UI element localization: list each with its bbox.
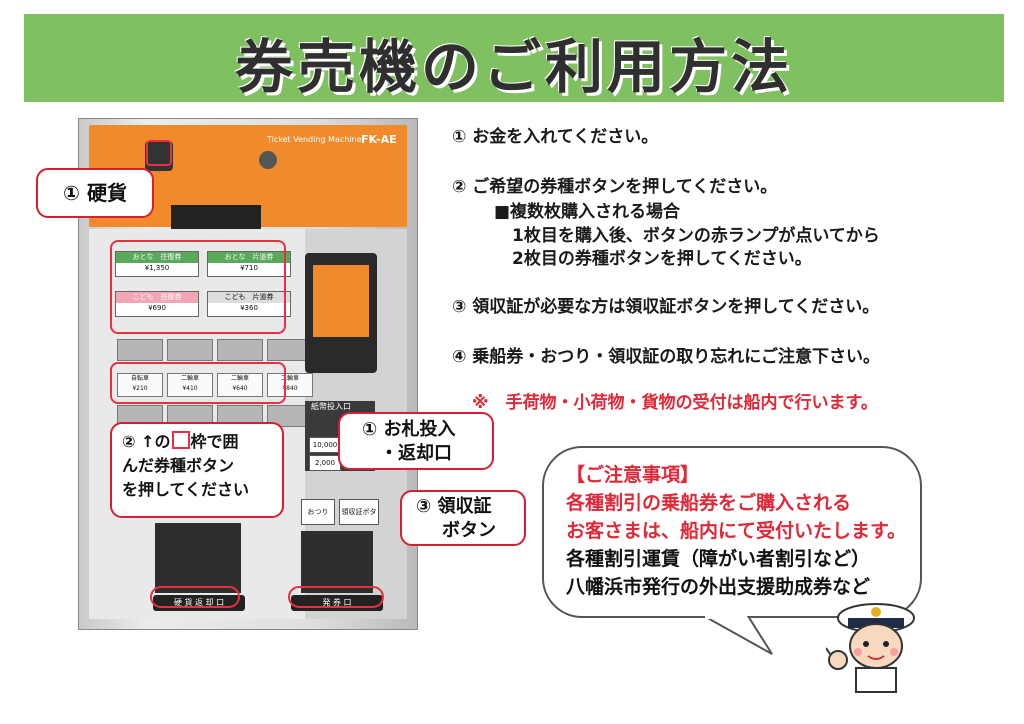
- ticket-button-price: ¥640: [232, 385, 248, 392]
- ticket-button-row-2: こども 往復券 ¥690 こども 片道券 ¥360: [115, 291, 291, 317]
- ticket-button[interactable]: 二輪車 ¥410: [167, 373, 213, 397]
- return-lever: [259, 151, 277, 169]
- instruction-note: ※ 手荷物・小荷物・貨物の受付は船内で行います。: [472, 393, 878, 413]
- ticket-button[interactable]: おとな 片道券 ¥710: [207, 251, 291, 277]
- blank-button: [117, 339, 163, 361]
- instruction-step-2-sub-heading: ■複数枚購入される場合: [494, 202, 681, 222]
- instruction-step-2-sub-1: 1枚目を購入後、ボタンの赤ランプが点いてから: [512, 226, 880, 246]
- ship-captain-mascot-icon: [826, 603, 915, 693]
- coin-return-opening: [155, 523, 241, 593]
- page-title: 券売機のご利用方法: [234, 33, 793, 101]
- ticket-button[interactable]: おとな 往復券 ¥1,350: [115, 251, 199, 277]
- ticket-button-price: ¥210: [132, 385, 148, 392]
- notice-line-3: 各種割引運賃（障がい者割引など）: [566, 548, 871, 570]
- ticket-button-price: ¥360: [240, 304, 258, 312]
- callout-select-line3: を押してください: [122, 480, 250, 499]
- instruction-step-2: ② ご希望の券種ボタンを押してください。: [452, 177, 778, 197]
- ticket-button[interactable]: 二輪車 ¥640: [217, 373, 263, 397]
- machine-display: [171, 205, 261, 229]
- ticket-button-row-1: おとな 往復券 ¥1,350 おとな 片道券 ¥710: [115, 251, 291, 277]
- blank-button-row: [117, 339, 313, 361]
- screen-inner: [313, 265, 369, 337]
- callout-coin: ① 硬貨: [36, 168, 154, 218]
- ticket-button-row-3: 自転車 ¥210 二輪車 ¥410 二輪車 ¥640 二輪車 ¥840: [117, 373, 313, 397]
- ticket-button[interactable]: 自転車 ¥210: [117, 373, 163, 397]
- callout-coin-text: ① 硬貨: [63, 181, 127, 205]
- callout-select-line2: んだ券種ボタン: [122, 456, 235, 475]
- instruction-step-3: ③ 領収証が必要な方は領収証ボタンを押してください。: [452, 297, 880, 317]
- bill-note-10000: 10,000: [309, 437, 341, 453]
- ticket-button-title: 二輪車: [180, 375, 199, 382]
- ticket-button-title: 二輪車: [280, 375, 299, 382]
- callout-select-line1: ② ↑の枠で囲: [122, 430, 272, 454]
- ticket-button-price: ¥710: [240, 264, 258, 272]
- bill-slot-label: 紙幣投入口: [311, 402, 351, 411]
- ticket-button-title: こども 往復券: [116, 292, 198, 303]
- callout-receipt-button: ③ 領収証 ボタン: [400, 490, 526, 546]
- instruction-step-4: ④ 乗船券・おつり・領収証の取り忘れにご注意下さい。: [452, 347, 880, 367]
- notice-speech-bubble: [542, 446, 922, 618]
- ticket-button-price: ¥690: [148, 304, 166, 312]
- callout-bill-line1: ① お札投入: [362, 419, 456, 440]
- highlight-frame-coin-return: [150, 586, 240, 608]
- callout-receipt-line2: ボタン: [442, 520, 496, 541]
- ticket-outlet-opening: [301, 531, 373, 593]
- notice-heading: 【ご注意事項】: [566, 464, 700, 486]
- instruction-step-2-sub-2: 2枚目の券種ボタンを押してください。: [512, 249, 812, 269]
- ticket-button-title: 自転車: [130, 375, 149, 382]
- ticket-button-price: ¥410: [182, 385, 198, 392]
- highlight-frame-coin: [146, 140, 172, 166]
- highlight-frame-ticket-out: [288, 586, 384, 608]
- callout-select-line1a: ② ↑の: [122, 432, 171, 451]
- blank-button: [167, 339, 213, 361]
- ticket-button-price: ¥840: [282, 385, 298, 392]
- red-square-icon: [171, 431, 190, 449]
- bill-validator-window: [305, 253, 377, 373]
- ticket-button[interactable]: こども 往復券 ¥690: [115, 291, 199, 317]
- callout-bill-line2: ・返却口: [380, 443, 452, 464]
- notice-line-2: お客さまは、船内にて受付いたします。: [566, 520, 907, 542]
- ticket-button[interactable]: 二輪車 ¥840: [267, 373, 313, 397]
- highlight-frame-upper: [110, 240, 286, 334]
- callout-bill-slot: ① お札投入 ・返却口: [338, 412, 494, 470]
- callout-select-button: ② ↑の枠で囲 んだ券種ボタン を押してください: [110, 422, 284, 518]
- notice-line-4: 八幡浜市発行の外出支援助成券など: [566, 576, 871, 598]
- callout-select-line1b: 枠で囲: [190, 432, 239, 451]
- blank-button-row: [117, 405, 313, 427]
- callout-receipt-line1: ③ 領収証: [416, 496, 492, 517]
- ticket-button-title: こども 片道券: [208, 292, 290, 303]
- change-button[interactable]: おつり: [301, 499, 335, 525]
- machine-model: FK-AE: [361, 133, 397, 146]
- notice-line-1: 各種割引の乗船券をご購入される: [566, 492, 852, 514]
- machine-brand: Ticket Vending Machine: [267, 135, 362, 144]
- blank-button: [217, 339, 263, 361]
- ticket-button-title: おとな 往復券: [116, 252, 198, 263]
- coin-slot: [145, 141, 173, 171]
- ticket-button-price: ¥1,350: [144, 264, 170, 272]
- instruction-step-1: ① お金を入れてください。: [452, 127, 659, 147]
- receipt-button[interactable]: 領収証ボタン: [339, 499, 379, 540]
- bill-note-2000: 2,000: [309, 455, 341, 471]
- highlight-frame-lower: [110, 362, 286, 404]
- ticket-button[interactable]: こども 片道券 ¥360: [207, 291, 291, 317]
- title-banner: 券売機のご利用方法: [24, 14, 1004, 102]
- ticket-button-title: 二輪車: [230, 375, 249, 382]
- ticket-button-title: おとな 片道券: [208, 252, 290, 263]
- speech-bubble-tail: [702, 616, 773, 655]
